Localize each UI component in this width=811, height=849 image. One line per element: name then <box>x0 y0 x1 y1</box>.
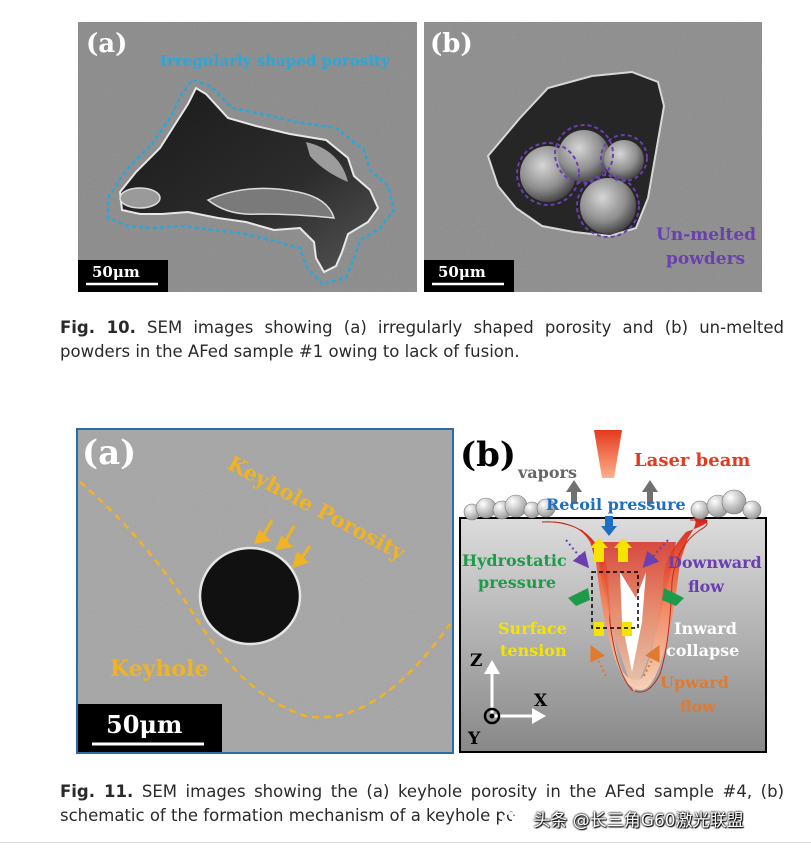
powder-particle <box>558 130 610 182</box>
upward-flow-line2: flow <box>680 697 717 716</box>
inward-collapse-line2: collapse <box>666 641 739 660</box>
vapor-arrow <box>642 480 658 492</box>
cavity-wall <box>306 142 348 182</box>
axis-x-label: X <box>534 691 548 711</box>
porosity-arrows <box>253 519 312 569</box>
fig11-caption: Fig. 11. SEM images showing the (a) keyh… <box>60 780 784 828</box>
keyhole-label: Keyhole <box>110 656 208 682</box>
vapor-arrow <box>566 480 582 492</box>
scale-bar-label: 50μm <box>92 263 140 281</box>
panel-label: (b) <box>430 29 473 59</box>
porosity-outline <box>106 78 396 286</box>
scale-bar-box <box>424 260 514 292</box>
powder-particle <box>580 178 636 234</box>
upward-flow-line1: Upward <box>660 673 729 692</box>
collapse-region-box <box>591 571 639 629</box>
scale-bar-label: 50μm <box>438 263 486 281</box>
laser-beam-label: Laser beam <box>634 450 750 471</box>
axis-y-label: Y <box>467 729 481 749</box>
fig10-caption: Fig. 10. SEM images showing (a) irregula… <box>60 316 784 364</box>
hydrostatic-label-line1: Hydrostatic <box>462 551 567 570</box>
powder-annotation-line2: powders <box>666 249 745 269</box>
keyhole-boundary <box>79 481 452 719</box>
watermark: 头条 @长三角G60激光联盟 <box>500 806 744 832</box>
panel-label: (b) <box>460 435 516 475</box>
panel-label: (a) <box>86 29 127 59</box>
hydrostatic-arrows <box>568 588 684 606</box>
surface-tension-arrows <box>590 538 632 636</box>
panel-label: (a) <box>82 433 136 473</box>
caption-text: SEM images showing the (a) keyhole poros… <box>60 782 785 825</box>
fig11-panel-b: Laser beam vapors Recoil pressure (b <box>456 422 768 756</box>
keyhole-cavity <box>620 572 646 672</box>
powder-outlines <box>516 124 648 238</box>
laser-beam <box>594 430 622 478</box>
caption-label: Fig. 10. <box>60 318 136 337</box>
caption-label: Fig. 11. <box>60 782 134 801</box>
axis-y-symbol <box>483 707 501 725</box>
melt-pool <box>538 518 708 690</box>
surface-tension-line1: Surface <box>498 619 567 638</box>
powder-annotation-line1: Un-melted <box>656 225 756 245</box>
keyhole-pore <box>198 546 302 646</box>
axis-z-label: Z <box>470 651 482 671</box>
scale-bar-label: 50μm <box>106 710 182 739</box>
downward-flow-line2: flow <box>688 577 725 596</box>
hydrostatic-label-line2: pressure <box>478 573 556 592</box>
vapors-label: vapors <box>517 463 577 482</box>
caption-text: SEM images showing (a) irregularly shape… <box>60 318 784 361</box>
cavity-ridge <box>206 187 336 219</box>
fig10-panel-a: (a) Irregularly shaped porosity 50μm <box>78 22 417 292</box>
watermark-logo-icon <box>500 810 528 832</box>
porosity-annotation: Irregularly shaped porosity <box>160 52 391 70</box>
powder-particle <box>604 140 644 180</box>
watermark-text: 头条 @长三角G60激光联盟 <box>533 811 744 831</box>
powder-spheres <box>463 489 762 521</box>
bottom-divider <box>0 842 811 843</box>
downward-flow-line1: Downward <box>668 553 762 572</box>
particle <box>119 187 161 209</box>
recoil-pressure-label: Recoil pressure <box>546 495 686 514</box>
recoil-arrow <box>605 516 613 526</box>
fig10-panel-b: (b) Un-melted powders 50μm <box>424 22 762 292</box>
inward-collapse-line1: Inward <box>674 619 737 638</box>
fig11-panel-a: (a) Keyhole Porosity Keyhole 50μm <box>76 428 454 754</box>
surface-tension-line2: tension <box>500 641 567 660</box>
scale-bar-box <box>78 260 168 292</box>
porosity-cavity <box>118 86 380 274</box>
